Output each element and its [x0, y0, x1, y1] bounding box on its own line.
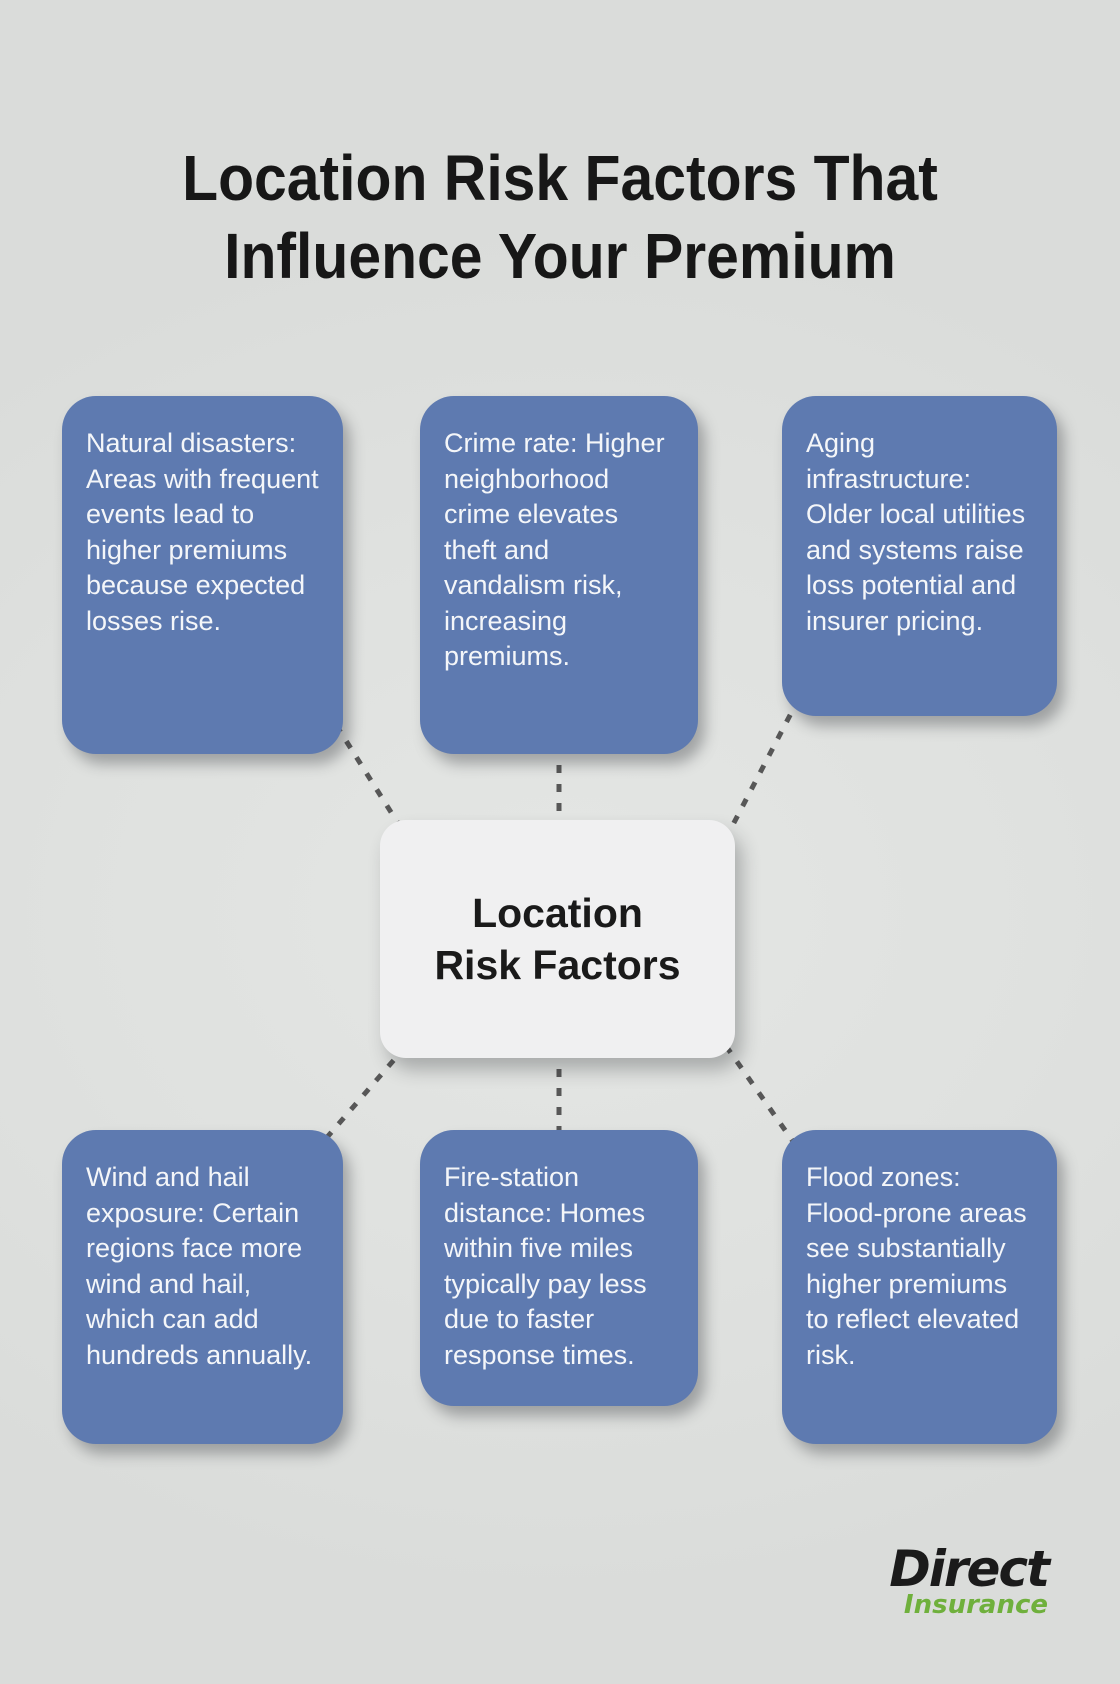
factor-card-wind-hail-exposure: Wind and hail exposure: Certain regions …: [62, 1130, 343, 1444]
factor-card-natural-disasters: Natural disasters: Areas with frequent e…: [62, 396, 343, 754]
factor-card-fire-station-distance: Fire-station distance: Homes within five…: [420, 1130, 698, 1406]
logo-brand-name: Direct: [889, 1540, 1050, 1598]
factor-card-flood-zones: Flood zones: Flood-prone areas see subst…: [782, 1130, 1057, 1444]
logo-tagline: Insurance: [903, 1590, 1048, 1620]
factor-text: Aging infrastructure: Older local utilit…: [806, 428, 1026, 636]
connector-top-right: [723, 696, 802, 840]
factor-card-aging-infrastructure: Aging infrastructure: Older local utilit…: [782, 396, 1057, 716]
factor-text: Natural disasters: Areas with frequent e…: [86, 428, 319, 636]
connector-bottom-left: [314, 1044, 408, 1152]
factor-text: Fire-station distance: Homes within five…: [444, 1162, 647, 1370]
title-line-2: Influence Your Premium: [224, 219, 896, 292]
factor-card-crime-rate: Crime rate: Higher neighborhood crime el…: [420, 396, 698, 754]
connector-top-left: [313, 691, 409, 838]
brand-logo: Direct Insurance: [889, 1540, 1050, 1620]
center-node-label: Location Risk Factors: [434, 890, 681, 988]
connector-bottom-right: [723, 1044, 802, 1152]
center-node: Location Risk Factors: [380, 820, 735, 1058]
title-line-1: Location Risk Factors That: [182, 141, 938, 214]
factor-text: Flood zones: Flood-prone areas see subst…: [806, 1162, 1027, 1370]
factor-text: Wind and hail exposure: Certain regions …: [86, 1162, 313, 1370]
factor-text: Crime rate: Higher neighborhood crime el…: [444, 428, 665, 671]
page-title: Location Risk Factors That Influence You…: [45, 139, 1075, 295]
